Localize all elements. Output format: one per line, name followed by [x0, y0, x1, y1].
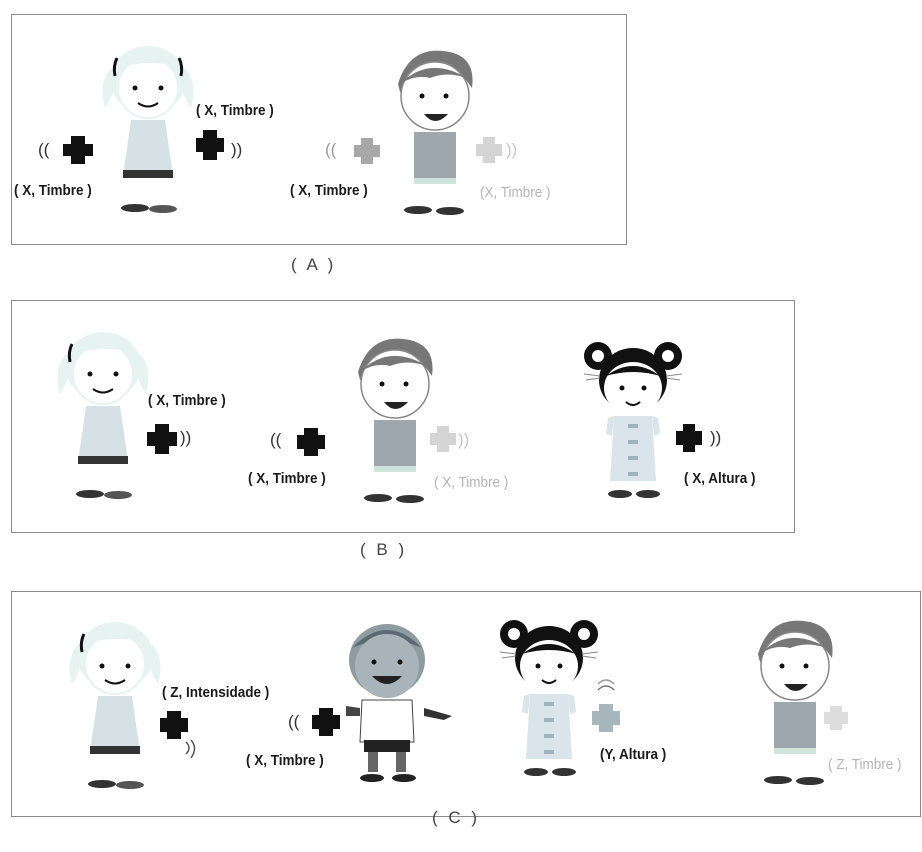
- caption-b: ( B ): [360, 540, 408, 559]
- music-note-icon: [312, 708, 340, 736]
- music-note-icon: [63, 136, 93, 164]
- sound-wave-right: )): [458, 430, 470, 449]
- music-note-icon: [430, 426, 456, 452]
- label-boy-right: (X, Timbre ): [480, 184, 551, 201]
- label-girl-lower: ( X, Timbre ): [14, 182, 92, 199]
- music-note-icon: [147, 424, 177, 454]
- label-bun-girl: ( X, Altura ): [684, 470, 756, 487]
- sound-wave-up-icon: [597, 679, 615, 691]
- bun-girl-character: [499, 620, 599, 776]
- sound-wave-left: ((: [270, 430, 282, 449]
- label-boy-left: ( X, Timbre ): [290, 182, 368, 199]
- label-girl-upper: ( X, Timbre ): [196, 102, 274, 119]
- label-boy-right: ( X, Timbre ): [434, 474, 509, 491]
- label-boy-left: ( X, Timbre ): [248, 470, 326, 487]
- dark-boy-character: [346, 624, 452, 782]
- music-note-icon: [354, 138, 380, 164]
- sound-wave-left: ((: [325, 140, 337, 159]
- music-note-icon: [476, 137, 502, 163]
- music-note-icon: [196, 130, 224, 160]
- music-note-icon: [824, 706, 848, 730]
- girl-character: [57, 332, 149, 499]
- music-note-icon: [592, 704, 620, 732]
- sound-wave-right: )): [710, 428, 722, 447]
- caption-c: ( C ): [432, 808, 481, 827]
- sound-wave-right: )): [231, 140, 243, 159]
- boy-character: [758, 620, 833, 785]
- panel-b: [11, 300, 795, 533]
- girl-character: [102, 46, 194, 213]
- sound-wave-small-icon: [185, 739, 196, 759]
- label-boy: ( Z, Timbre ): [828, 756, 902, 773]
- label-girl: ( X, Timbre ): [148, 392, 226, 409]
- sound-wave-left: ((: [288, 712, 300, 731]
- label-dark-boy: ( X, Timbre ): [246, 752, 324, 769]
- bun-girl-character: [583, 342, 683, 498]
- label-girl: ( Z, Intensidade ): [162, 684, 270, 701]
- girl-character: [69, 622, 161, 789]
- panel-a: [11, 14, 627, 245]
- music-note-icon: [676, 424, 702, 452]
- music-note-icon: [160, 711, 188, 739]
- boy-character: [358, 338, 433, 503]
- boy-character: [398, 50, 473, 215]
- label-bun-girl: (Y, Altura ): [600, 746, 667, 763]
- caption-a: ( A ): [291, 255, 337, 274]
- music-note-icon: [297, 428, 325, 456]
- sound-wave-left: ((: [38, 140, 50, 159]
- sound-wave-right: )): [506, 140, 518, 159]
- sound-wave-right: )): [180, 428, 192, 447]
